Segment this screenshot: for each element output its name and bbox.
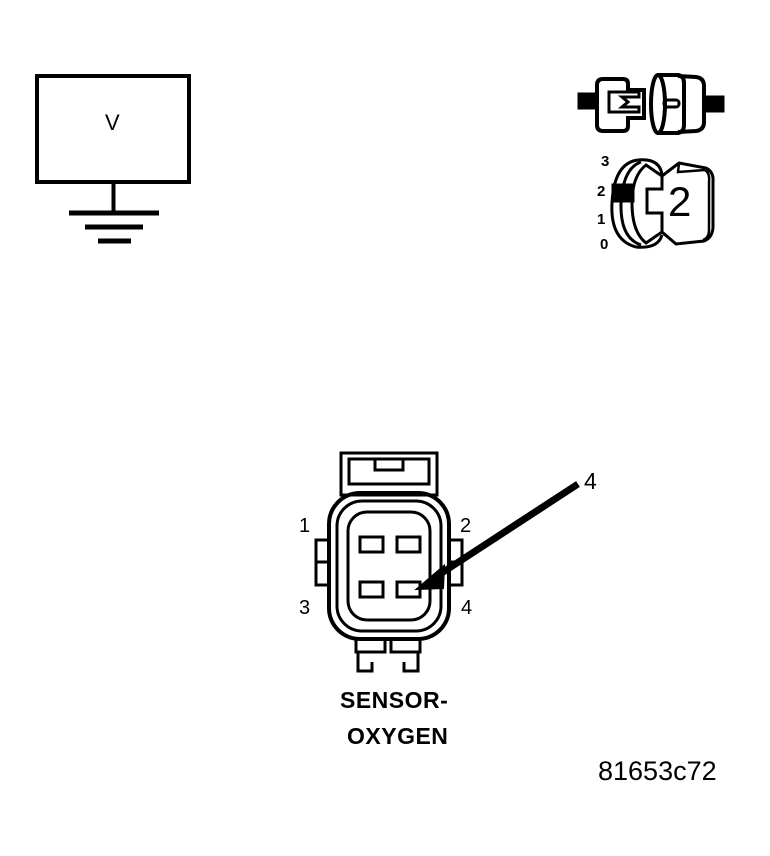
pin-cavity-2 <box>395 535 422 554</box>
plug-left-keyway <box>607 90 641 114</box>
figure-reference-code: 81653c72 <box>598 756 717 786</box>
gauge-ring-closure <box>635 158 664 249</box>
gauge-ring-outer <box>610 158 639 249</box>
gauge-indicator-value: 2 <box>668 178 692 225</box>
component-name-line-1: SENSOR- <box>340 687 449 713</box>
gauge-body-right-edge <box>702 168 711 242</box>
connector-left-latch <box>314 538 331 587</box>
connector-housing-mid <box>335 499 443 633</box>
pin-cavity-1 <box>358 535 385 554</box>
callout-label-4: 4 <box>584 468 597 494</box>
pin-label-1: 1 <box>299 515 311 537</box>
pin-label-3: 3 <box>299 597 311 619</box>
pin-label-4: 4 <box>461 597 473 619</box>
plug-right-wire-stub <box>703 95 725 113</box>
connector-foot-left <box>356 652 374 673</box>
gauge-tick-0: 0 <box>600 236 609 253</box>
component-name-line-2: OXYGEN <box>347 723 449 749</box>
connector-top-tab-outer <box>339 451 439 497</box>
connector-top-tab-notch <box>373 459 405 472</box>
connector-housing-inner <box>346 510 432 622</box>
voltmeter-symbol-label: V <box>105 110 120 135</box>
gauge-tick-2: 2 <box>597 183 606 200</box>
plug-left-body <box>595 77 646 133</box>
gauge-ring-inner <box>619 160 642 247</box>
connector-bottom-leg-right <box>389 639 422 654</box>
plug-right-slot <box>662 98 681 109</box>
gauge-tick-1: 1 <box>597 211 606 228</box>
connector-bottom-leg-left <box>354 639 387 654</box>
gauge-body-top-edge <box>676 162 706 174</box>
gauge-tick-3: 3 <box>601 153 610 170</box>
connector-foot-right <box>402 652 420 673</box>
gauge-body-block <box>645 161 715 246</box>
pin-label-2: 2 <box>460 515 472 537</box>
pin-cavity-3 <box>358 580 385 599</box>
callout-arrow-4 <box>414 481 580 591</box>
